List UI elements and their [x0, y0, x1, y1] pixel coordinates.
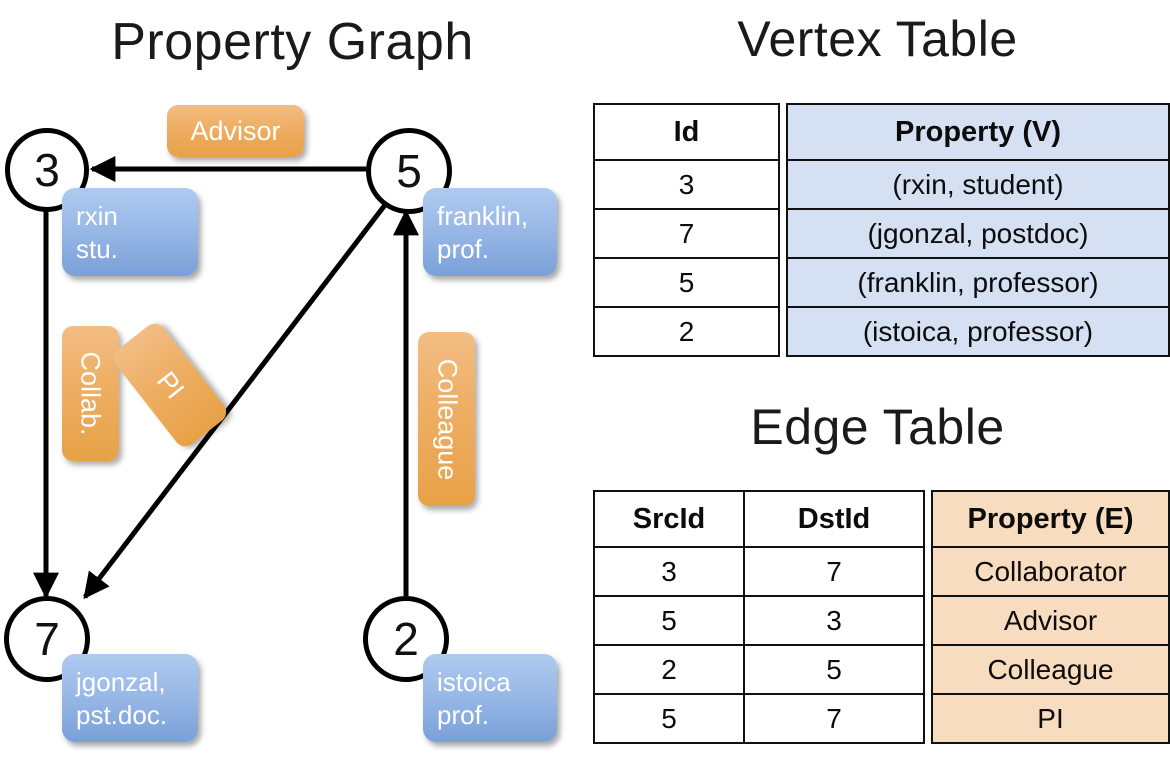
property-graph-diagram: 3 5 7 2 rxin stu. franklin, prof. jgonza…	[4, 105, 557, 742]
vertex-table-header-id: Id	[593, 103, 780, 161]
edge-table-column-gap	[924, 547, 932, 596]
page-title-edge-table: Edge Table	[750, 399, 1005, 455]
vertex-table-cell-property: (franklin, professor)	[786, 257, 1170, 308]
table-row[interactable]: 5 (franklin, professor)	[593, 257, 1170, 308]
edge-table-cell-src: 5	[593, 595, 745, 646]
vertex-table-cell-id: 5	[593, 257, 780, 308]
edge-table-cell-src: 5	[593, 693, 745, 744]
page-title-property-graph: Property Graph	[111, 13, 474, 71]
table-row[interactable]: 5 3 Advisor	[593, 595, 1170, 646]
graph-node-2[interactable]: 2	[363, 596, 449, 682]
edge-table-cell-property: Collaborator	[931, 546, 1170, 597]
vertex-property-box-3[interactable]: rxin stu.	[62, 188, 198, 276]
vertex-table-cell-property: (jgonzal, postdoc)	[786, 208, 1170, 259]
vertex-property-box-2-line1: istoica	[437, 667, 511, 697]
graph-node-2-label: 2	[393, 613, 419, 665]
edge-table-header-dstid: DstId	[743, 490, 925, 548]
graph-node-7-label: 7	[34, 613, 60, 665]
vertex-property-box-5-line2: prof.	[437, 233, 490, 264]
vertex-property-box-5[interactable]: franklin, prof.	[423, 188, 557, 276]
table-row[interactable]: 5 7 PI	[593, 693, 1170, 744]
vertex-table-column-gap	[779, 160, 787, 209]
vertex-table-cell-property: (rxin, student)	[786, 159, 1170, 210]
vertex-table: Id Property (V) 3 (rxin, student) 7 (jgo…	[593, 103, 1170, 357]
vertex-table-column-gap	[779, 104, 787, 160]
edge-label-box-collab[interactable]: Collab.	[62, 326, 119, 461]
vertex-property-box-3-line2: stu.	[76, 233, 118, 264]
vertex-table-header-property: Property (V)	[786, 103, 1170, 161]
vertex-table-cell-property: (istoica, professor)	[786, 306, 1170, 357]
edge-table-cell-src: 2	[593, 644, 745, 695]
vertex-property-box-2[interactable]: istoica prof.	[423, 654, 557, 742]
vertex-table-cell-id: 3	[593, 159, 780, 210]
edge-table: SrcId DstId Property (E) 3 7 Collaborato…	[593, 490, 1170, 744]
graph-node-3-label: 3	[34, 144, 60, 196]
table-row[interactable]: 2 (istoica, professor)	[593, 306, 1170, 357]
edge-table-column-gap	[924, 491, 932, 547]
edge-label-collab-text: Collab.	[76, 351, 107, 436]
edge-table-cell-property: Advisor	[931, 595, 1170, 646]
edge-line-pi	[83, 203, 387, 600]
edge-table-column-gap	[924, 596, 932, 645]
edge-table-cell-dst: 3	[743, 595, 925, 646]
edge-table-cell-dst: 7	[743, 546, 925, 597]
vertex-property-box-7-line2: pst.doc.	[76, 699, 168, 730]
graph-node-5[interactable]: 5	[366, 128, 452, 214]
edge-table-header-srcid: SrcId	[593, 490, 745, 548]
edge-table-cell-property: PI	[931, 693, 1170, 744]
vertex-table-column-gap	[779, 209, 787, 258]
vertex-property-box-3-line1: rxin	[76, 201, 118, 231]
edge-label-pi-text: PI	[150, 365, 191, 404]
vertex-table-header-row: Id Property (V)	[593, 103, 1170, 161]
vertex-property-box-5-line1: franklin,	[437, 201, 529, 231]
edge-label-box-colleague[interactable]: Colleague	[418, 332, 475, 506]
vertex-table-column-gap	[779, 307, 787, 356]
vertex-property-box-2-line2: prof.	[437, 699, 490, 730]
edge-table-cell-dst: 5	[743, 644, 925, 695]
edge-table-cell-property: Colleague	[931, 644, 1170, 695]
edge-label-colleague-text: Colleague	[432, 358, 462, 480]
edge-table-header-property: Property (E)	[931, 490, 1170, 548]
edge-table-header-row: SrcId DstId Property (E)	[593, 490, 1170, 548]
vertex-table-column-gap	[779, 258, 787, 307]
table-row[interactable]: 3 (rxin, student)	[593, 159, 1170, 210]
table-row[interactable]: 7 (jgonzal, postdoc)	[593, 208, 1170, 259]
graph-node-5-label: 5	[396, 145, 422, 197]
graph-edge-lines	[33, 156, 419, 600]
page-title-vertex-table: Vertex Table	[737, 11, 1018, 67]
edge-table-column-gap	[924, 694, 932, 743]
table-row[interactable]: 3 7 Collaborator	[593, 546, 1170, 597]
vertex-table-cell-id: 2	[593, 306, 780, 357]
edge-table-column-gap	[924, 645, 932, 694]
edge-label-box-advisor[interactable]: Advisor	[167, 105, 304, 157]
table-row[interactable]: 2 5 Colleague	[593, 644, 1170, 695]
vertex-table-cell-id: 7	[593, 208, 780, 259]
vertex-property-box-7[interactable]: jgonzal, pst.doc.	[62, 654, 198, 742]
vertex-property-box-7-line1: jgonzal,	[76, 667, 166, 697]
edge-table-cell-dst: 7	[743, 693, 925, 744]
edge-label-advisor-text: Advisor	[190, 115, 281, 146]
edge-table-cell-src: 3	[593, 546, 745, 597]
